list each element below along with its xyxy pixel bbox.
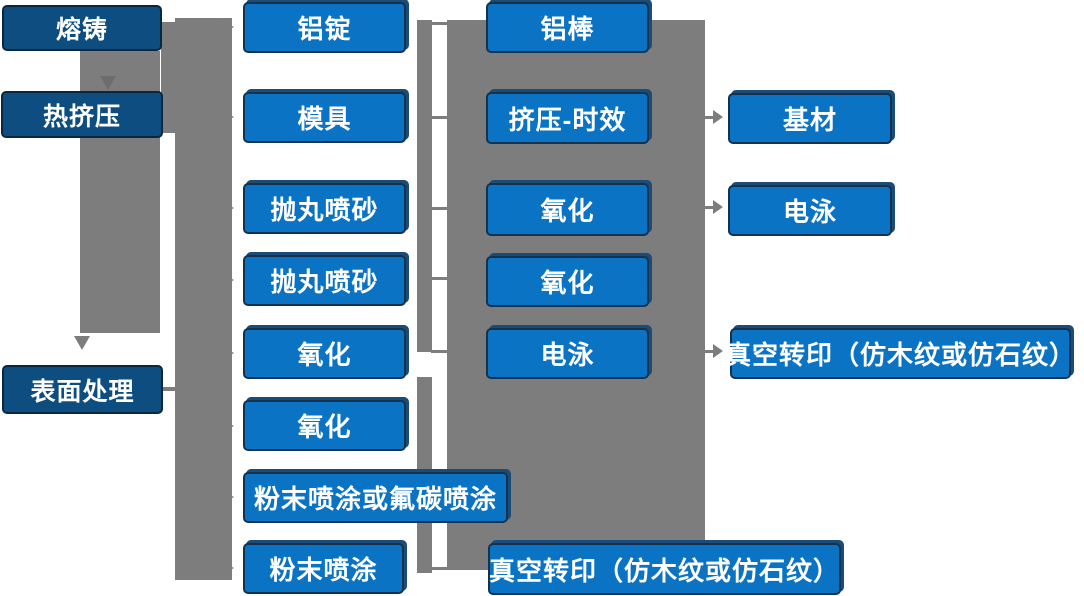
- arrow-to-electrophoresis-icon: [713, 200, 723, 214]
- arrow-down-to-hot-extrusion-icon: [100, 76, 116, 90]
- arrow-to-base-material-icon: [713, 110, 723, 124]
- link-oxidation-electrophoresis-line: [431, 350, 448, 353]
- node-base-material: 基材: [728, 93, 892, 144]
- node-oxidation-2: 氧化: [243, 400, 406, 451]
- arrow-to-powder-coating-icon: [219, 560, 234, 576]
- node-oxidation-4: 氧化: [486, 256, 649, 307]
- arrow-to-shot-blasting-2-icon: [219, 272, 234, 288]
- node-powder-coating: 粉末喷涂: [243, 543, 404, 594]
- node-vacuum-transfer-print-right: 真空转印（仿木纹或仿石纹）: [725, 328, 1075, 379]
- node-electrophoresis-1: 电泳: [486, 328, 649, 379]
- surface-treatment-to-trunk-line: [163, 387, 181, 391]
- trunk1-lower-bar: [80, 137, 160, 333]
- node-hot-extrusion: 热挤压: [1, 91, 163, 138]
- node-oxidation-3: 氧化: [486, 183, 649, 236]
- arrow-to-shot-blasting-1-icon: [219, 200, 234, 216]
- node-extrusion-aging: 挤压-时效: [486, 92, 649, 144]
- trunk2-top-join: [161, 22, 175, 133]
- node-melting-casting: 熔铸: [2, 5, 162, 51]
- link-ingot-rod-line: [431, 22, 448, 25]
- mid-bus-bar-upper: [417, 20, 432, 352]
- node-surface-treatment: 表面处理: [2, 365, 163, 414]
- stem-to-vacuum-transfer: [705, 350, 715, 353]
- link-blasting2-oxidation-line: [431, 277, 448, 280]
- trunk1-upper-bar: [80, 51, 160, 93]
- node-shot-blasting-2: 抛丸喷砂: [243, 255, 406, 306]
- node-shot-blasting-1: 抛丸喷砂: [243, 183, 406, 234]
- arrow-to-powder-fluorocarbon-icon: [219, 489, 234, 505]
- link-powder-vacuum-line: [431, 567, 448, 570]
- node-electrophoresis-2: 电泳: [728, 185, 892, 236]
- node-mold: 模具: [243, 92, 406, 143]
- node-powder-or-fluorocarbon-coating: 粉末喷涂或氟碳喷涂: [243, 472, 508, 523]
- link-mold-extrusion-line: [431, 116, 448, 119]
- stem-to-electrophoresis: [705, 206, 715, 209]
- link-blasting1-oxidation-line: [431, 207, 448, 210]
- node-vacuum-transfer-print-bottom: 真空转印（仿木纹或仿石纹）: [488, 543, 841, 595]
- node-oxidation-1: 氧化: [243, 328, 406, 379]
- arrow-to-vacuum-transfer-icon: [713, 344, 723, 358]
- node-aluminum-ingot: 铝锭: [243, 2, 406, 53]
- node-aluminum-rod: 铝棒: [486, 2, 649, 53]
- arrow-to-oxidation-2-icon: [219, 418, 234, 434]
- stem-to-base-material: [705, 116, 715, 119]
- arrow-to-mold-icon: [219, 109, 234, 125]
- arrow-to-oxidation-1-icon: [219, 345, 234, 361]
- arrow-to-aluminum-ingot-icon: [219, 19, 234, 35]
- arrow-down-to-surface-treatment-icon: [74, 336, 90, 350]
